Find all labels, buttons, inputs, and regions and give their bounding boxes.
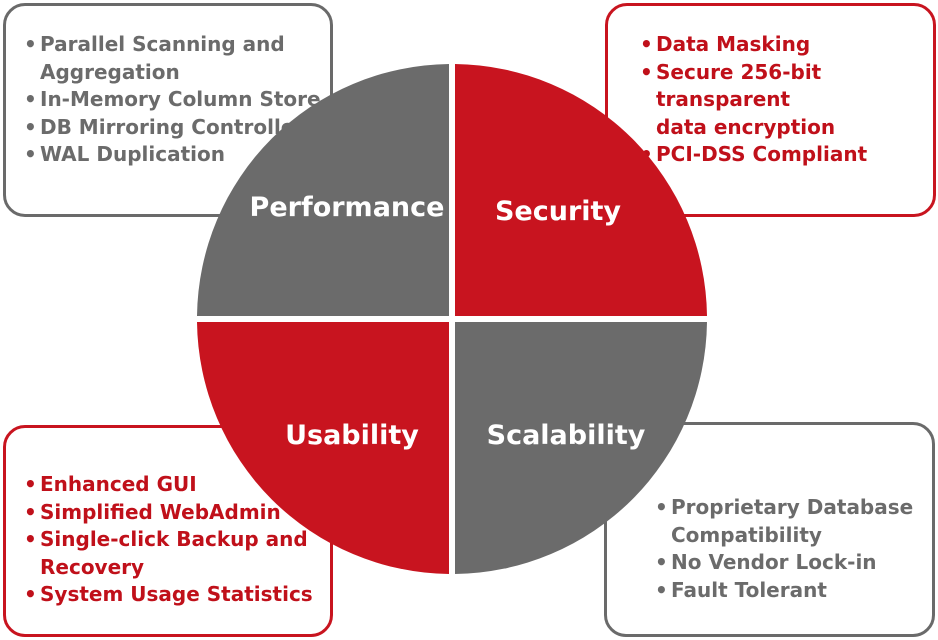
performance-quadrant xyxy=(197,64,449,316)
performance-feature-item-continued: Aggregation xyxy=(40,59,180,84)
usability-quadrant xyxy=(197,322,449,574)
security-feature-item: Data Masking xyxy=(640,31,933,59)
security-label: Security xyxy=(495,196,621,227)
scalability-feature-list: Proprietary Database Compatibility No Ve… xyxy=(655,494,932,604)
usability-feature-item: Simplified WebAdmin xyxy=(24,499,330,527)
security-quadrant xyxy=(455,64,707,316)
performance-feature-item: Parallel Scanning and xyxy=(24,31,330,59)
usability-feature-item-continued: Recovery xyxy=(40,554,145,579)
security-feature-item: Secure 256-bit transparent xyxy=(640,59,933,114)
usability-feature-item: Single-click Backup and xyxy=(24,526,330,554)
performance-feature-list: Parallel Scanning and Aggregation In-Mem… xyxy=(24,31,330,169)
performance-feature-item: DB Mirroring Controller xyxy=(24,114,330,142)
scalability-features-box: Proprietary Database Compatibility No Ve… xyxy=(604,422,935,637)
performance-features-box: Parallel Scanning and Aggregation In-Mem… xyxy=(3,3,333,217)
scalability-feature-item: No Vendor Lock-in xyxy=(655,549,932,577)
scalability-feature-item-continued: Compatibility xyxy=(671,522,822,547)
security-feature-item-continued: data encryption xyxy=(656,114,836,139)
scalability-feature-item: Fault Tolerant xyxy=(655,577,932,605)
usability-feature-list: Enhanced GUI Simplified WebAdmin Single-… xyxy=(24,471,330,609)
usability-feature-item: System Usage Statistics xyxy=(24,581,330,609)
scalability-quadrant xyxy=(455,322,707,574)
performance-feature-item: WAL Duplication xyxy=(24,141,330,169)
scalability-label: Scalability xyxy=(487,420,646,451)
usability-label: Usability xyxy=(285,420,419,451)
usability-feature-item: Enhanced GUI xyxy=(24,471,330,499)
performance-feature-item: In-Memory Column Store xyxy=(24,86,330,114)
performance-label: Performance xyxy=(250,192,445,223)
scalability-feature-item: Proprietary Database xyxy=(655,494,932,522)
